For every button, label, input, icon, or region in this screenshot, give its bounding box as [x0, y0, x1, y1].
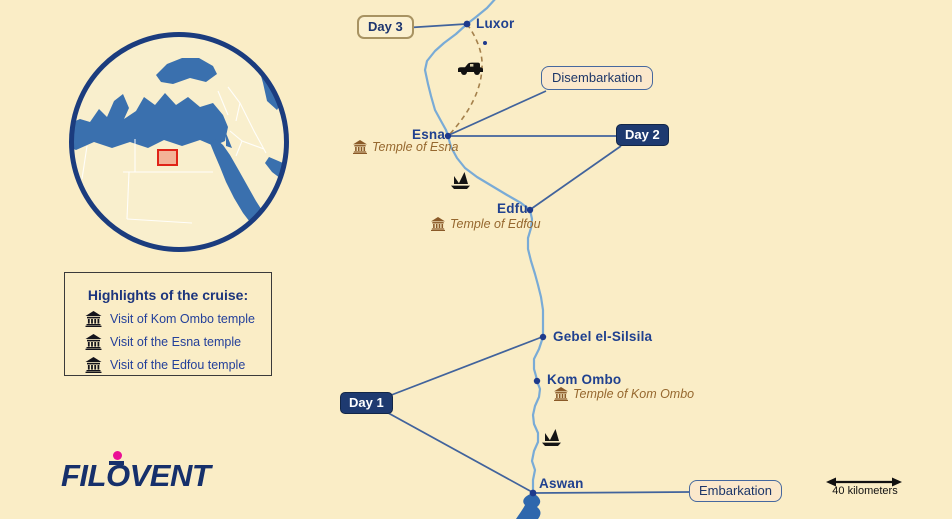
- connector-day2-edfu: [530, 145, 622, 210]
- highlight-item-label: Visit of the Edfou temple: [110, 358, 246, 372]
- stop-label-edfu: Edfu: [497, 201, 528, 216]
- car-icon: [458, 62, 483, 75]
- region-highlight-box: [157, 149, 178, 166]
- highlight-item: Visit of the Edfou temple: [85, 357, 271, 373]
- connector-day1-aswan: [380, 408, 533, 493]
- banner-embarkation: Embarkation: [689, 480, 782, 502]
- country-borders: [81, 86, 267, 224]
- nile-river-path: [423, 0, 545, 495]
- stop-label-luxor: Luxor: [476, 16, 515, 31]
- logo-letter-o: O: [106, 451, 130, 494]
- scale-label: 40 kilometers: [832, 485, 898, 497]
- road-dashed-path: [448, 23, 483, 136]
- stop-dot-aswan: [529, 489, 537, 497]
- stop-dot-esna: [444, 132, 452, 140]
- scale-bar: [826, 477, 902, 487]
- felucca-icon: [451, 172, 470, 189]
- temple-icon: [85, 334, 102, 350]
- temple-icon: [85, 357, 102, 373]
- temple-icon: [554, 387, 568, 401]
- stop-label-gebel: Gebel el-Silsila: [553, 329, 653, 344]
- logo-text-suffix: VENT: [129, 458, 211, 493]
- lake-nasser: [516, 493, 541, 519]
- stop-dot-luxor: [463, 20, 471, 28]
- felucca-icon: [542, 429, 561, 446]
- temple-annotation-label: Temple of Kom Ombo: [573, 387, 695, 401]
- temple-icon: [431, 217, 445, 231]
- temple-annotation-kom-ombo: Temple of Kom Ombo: [554, 387, 694, 401]
- temple-annotation-label: Temple of Esna: [372, 140, 459, 154]
- stop-dot-gebel: [539, 333, 547, 341]
- stop-label-esna: Esna: [412, 127, 446, 142]
- logo-pink-dot-icon: [113, 451, 122, 460]
- gulf-of-aqaba: [226, 133, 232, 148]
- highlight-item-label: Visit of Kom Ombo temple: [110, 312, 255, 326]
- black-sea: [156, 58, 217, 84]
- day-marker-2: Day 2: [616, 124, 669, 146]
- stop-dot-kom-ombo: [533, 377, 541, 385]
- logo-text-prefix: FIL: [61, 458, 107, 493]
- day-marker-3: Day 3: [357, 15, 414, 39]
- persian-gulf: [265, 157, 285, 182]
- temple-icon: [85, 311, 102, 327]
- highlight-item: Visit of Kom Ombo temple: [85, 311, 271, 327]
- stop-label-aswan: Aswan: [539, 476, 584, 491]
- day-marker-1: Day 1: [340, 392, 393, 414]
- logo-o-bar: [109, 461, 124, 465]
- connector-lines: [380, 23, 690, 494]
- stop-dot-karnak: [483, 41, 487, 45]
- connector-day1-gebel: [380, 336, 543, 400]
- stop-label-kom-ombo: Kom Ombo: [547, 372, 622, 387]
- highlight-item-label: Visit of the Esna temple: [110, 335, 242, 349]
- temple-annotation-esna: Temple of Esna: [353, 140, 458, 154]
- world-locator-globe: [69, 32, 289, 252]
- connector-disembarkation-esna: [448, 90, 547, 136]
- highlights-title: Highlights of the cruise:: [87, 287, 249, 303]
- temple-annotation-label: Temple of Edfou: [450, 217, 541, 231]
- globe-outline: [69, 32, 289, 252]
- stop-dots: [444, 20, 547, 497]
- stop-dot-edfu: [526, 206, 534, 214]
- highlight-item: Visit of the Esna temple: [85, 334, 271, 350]
- connector-embarkation-aswan: [533, 491, 690, 494]
- temple-icon: [353, 140, 367, 154]
- mediterranean-sea: [73, 93, 228, 150]
- highlights-box: Highlights of the cruise: Visit of Kom O…: [64, 272, 272, 376]
- banner-disembarkation: Disembarkation: [541, 66, 654, 90]
- temple-annotation-edfou: Temple of Edfou: [431, 217, 541, 231]
